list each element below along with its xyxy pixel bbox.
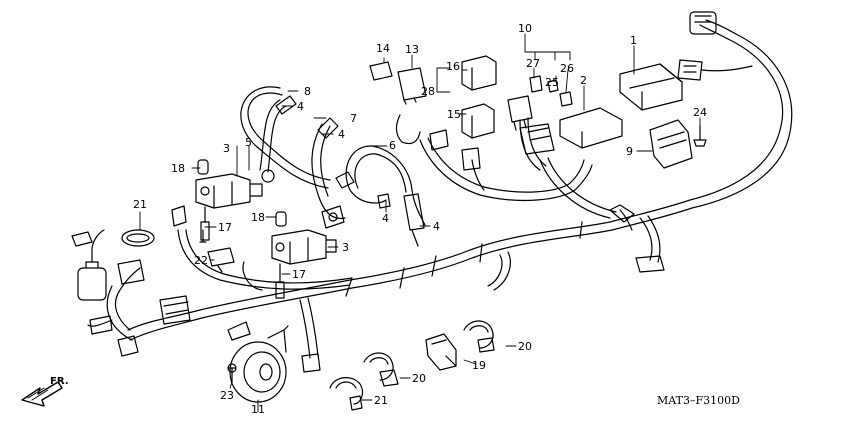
callout-9: 9 — [626, 145, 633, 158]
callout-22: 22 — [194, 254, 208, 267]
callout-21-left: 21 — [133, 198, 147, 211]
callout-11: 11 — [251, 403, 265, 416]
callout-19: 19 — [472, 359, 486, 372]
callout-25: 25 — [545, 76, 559, 89]
callout-20-right: 20 — [518, 340, 532, 353]
callout-28: 28 — [421, 85, 435, 98]
front-direction-label: FR. — [50, 376, 69, 387]
main-harness — [87, 11, 793, 359]
callout-labels: 1 2 3 3 4 4 4 4 5 6 7 8 9 10 11 13 14 15… — [50, 22, 740, 416]
callout-4-a: 4 — [297, 100, 304, 113]
left-components — [71, 159, 287, 357]
ignition-coil-upper — [195, 173, 263, 241]
callout-8: 8 — [304, 85, 311, 98]
callout-26: 26 — [560, 62, 574, 75]
callout-17-right: 17 — [292, 268, 306, 281]
callout-2: 2 — [580, 74, 587, 87]
clamps — [329, 320, 495, 411]
relays — [369, 55, 497, 171]
callout-16: 16 — [446, 60, 460, 73]
callout-13: 13 — [405, 43, 419, 56]
plug-wires — [240, 86, 426, 247]
callout-23: 23 — [220, 389, 234, 402]
callout-21-bottom: 21 — [374, 394, 388, 407]
callout-3-upper: 3 — [223, 142, 230, 155]
callout-4-d: 4 — [433, 220, 440, 233]
callout-24: 24 — [693, 106, 707, 119]
callout-4-b: 4 — [338, 128, 345, 141]
upper-harness — [419, 117, 617, 219]
fuse-block — [507, 75, 573, 155]
ignition-coil-lower — [271, 229, 337, 299]
callout-18-right: 18 — [251, 211, 265, 224]
callout-4-c: 4 — [382, 212, 389, 225]
callout-10: 10 — [518, 22, 532, 35]
callout-18-left: 18 — [171, 162, 185, 175]
callout-5: 5 — [245, 136, 252, 149]
callout-17-left: 17 — [218, 221, 232, 234]
callout-3-lower: 3 — [342, 241, 349, 254]
callout-15: 15 — [447, 108, 461, 121]
callout-14: 14 — [376, 42, 390, 55]
callout-6: 6 — [389, 139, 396, 152]
part-code: MAT3–F3100D — [657, 394, 740, 407]
callout-1: 1 — [630, 34, 637, 47]
control-units — [559, 63, 707, 169]
front-direction-arrow — [21, 381, 63, 407]
callout-20-middle: 20 — [412, 372, 426, 385]
callout-27: 27 — [526, 57, 540, 70]
callout-7: 7 — [350, 112, 357, 125]
leader-lines — [139, 33, 701, 413]
